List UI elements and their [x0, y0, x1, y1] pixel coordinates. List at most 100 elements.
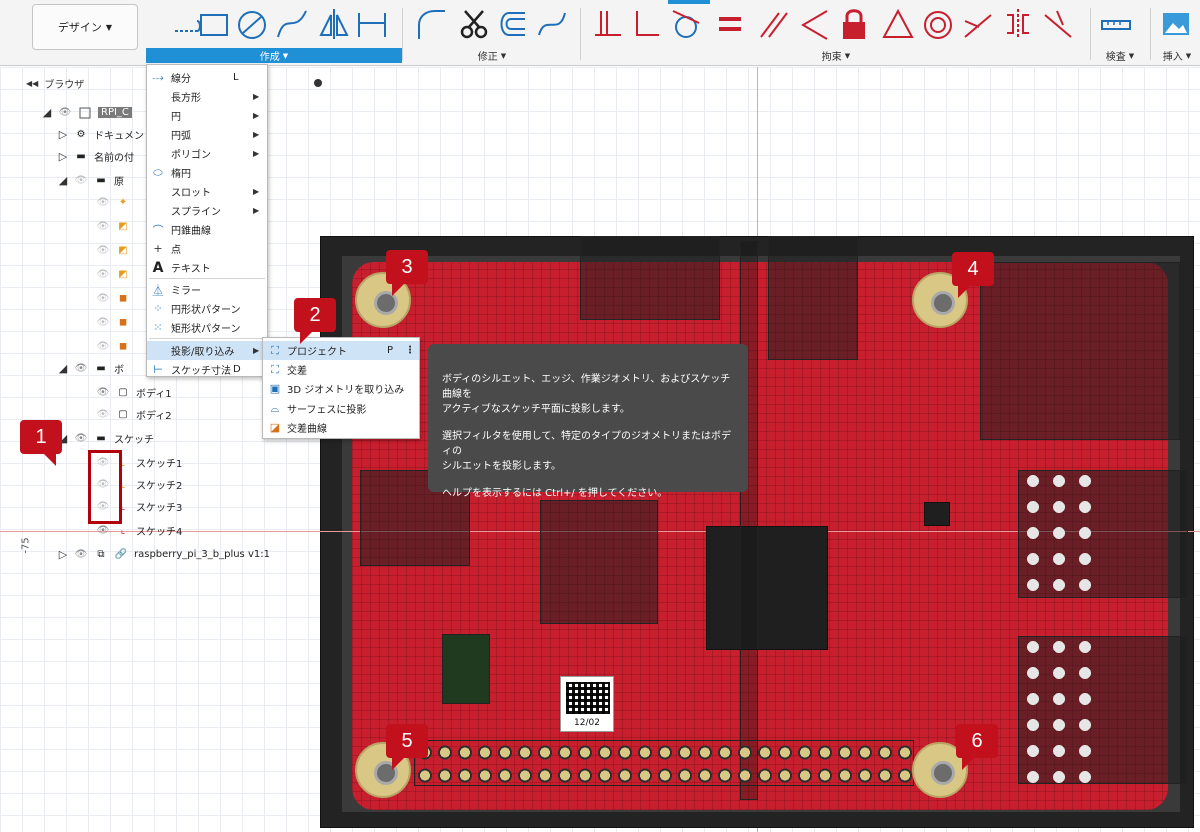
spline-edit-tool-button[interactable] [534, 6, 570, 42]
measure-tool-button[interactable] [1098, 6, 1134, 42]
visibility-off-icon[interactable]: 👁 [96, 479, 110, 490]
panel-pin-icon[interactable] [314, 79, 322, 87]
angle-constraint-button[interactable] [796, 6, 832, 42]
expand-triangle-icon[interactable]: ◢ [42, 106, 52, 119]
modify-menu-button[interactable]: 修正 ▼ [404, 48, 580, 64]
create-menu-button[interactable]: 作成 ▼ [146, 48, 402, 63]
expand-triangle-icon[interactable]: ◢ [58, 432, 68, 445]
lock-icon [843, 9, 865, 39]
expand-triangle-icon[interactable]: ▷ [58, 548, 68, 561]
symmetry-constraint-button[interactable] [1000, 6, 1036, 42]
expand-triangle-icon[interactable]: ▷ [58, 128, 68, 141]
visibility-off-icon[interactable]: 👁 [96, 409, 110, 420]
visibility-off-icon[interactable]: 👁 [96, 269, 110, 280]
tree-row-body-2[interactable]: 👁 ▢ ボディ2 [96, 404, 172, 425]
tree-row-plane-3[interactable]: 👁 ◩ [96, 264, 130, 285]
visibility-off-icon[interactable]: 👁 [96, 245, 110, 256]
visibility-eye-icon[interactable]: 👁 [74, 363, 88, 374]
menu-item-spline[interactable]: スプライン▶ [171, 206, 260, 218]
insert-menu-button[interactable]: 挿入 ▼ [1154, 48, 1200, 64]
visibility-eye-icon[interactable]: 👁 [58, 107, 72, 118]
visibility-off-icon[interactable]: 👁 [96, 221, 110, 232]
visibility-off-icon[interactable]: 👁 [96, 317, 110, 328]
expand-triangle-icon[interactable]: ◢ [58, 174, 68, 187]
menu-item-slot[interactable]: スロット▶ [171, 187, 260, 199]
menu-item-circular-pattern[interactable]: ⁘円形状パターン [147, 299, 267, 318]
submenu-item-include-3d-geometry[interactable]: ▣3D ジオメトリを取り込み [263, 379, 419, 398]
perpendicular-constraint-button[interactable] [628, 6, 664, 42]
visibility-eye-icon[interactable]: 👁 [74, 433, 88, 444]
tree-row-axis-1[interactable]: 👁 ◼ [96, 288, 130, 309]
mirror-tool-button[interactable] [316, 6, 352, 42]
visibility-off-icon[interactable]: 👁 [96, 197, 110, 208]
fillet-tool-button[interactable] [412, 6, 448, 42]
visibility-off-icon[interactable]: 👁 [96, 501, 110, 512]
inspect-menu-button[interactable]: 検査 ▼ [1096, 48, 1144, 64]
menu-item-rectangle[interactable]: 長方形▶ [171, 92, 260, 104]
menu-item-conic[interactable]: ⌒円錐曲線 [147, 220, 267, 239]
visibility-off-icon[interactable]: 👁 [96, 341, 110, 352]
tree-row-root[interactable]: ◢ 👁 RPI_C [42, 102, 132, 123]
menu-item-rectangular-pattern[interactable]: ⁙矩形状パターン [147, 318, 267, 337]
browser-panel-header[interactable]: ◀◀ ブラウザ [20, 70, 322, 96]
collapse-panel-icon[interactable]: ◀◀ [26, 78, 39, 88]
tree-row-sketches[interactable]: ◢ 👁 ▬ スケッチ [58, 428, 154, 449]
parallel-constraint-button[interactable] [756, 6, 792, 42]
menu-item-point[interactable]: +点 [147, 239, 267, 258]
tree-row-named-views[interactable]: ▷ ▬ 名前の付 [58, 146, 134, 167]
tree-row-plane-1[interactable]: 👁 ◩ [96, 216, 130, 237]
curvature-constraint-button[interactable] [1040, 6, 1076, 42]
visibility-off-icon[interactable]: 👁 [96, 457, 110, 468]
tree-row-bodies[interactable]: ◢ 👁 ▬ ボ [58, 358, 124, 379]
menu-item-ellipse[interactable]: ⬭楕円 [147, 163, 267, 182]
coincident-constraint-button[interactable] [590, 6, 626, 42]
tree-row-sketch-3[interactable]: 👁 ⌞ スケッチ3 [96, 496, 183, 517]
tree-row-body-1[interactable]: 👁 ▢ ボディ1 [96, 382, 172, 403]
visibility-off-icon[interactable]: 👁 [96, 293, 110, 304]
expand-triangle-icon[interactable]: ◢ [58, 362, 68, 375]
insert-image-button[interactable] [1158, 6, 1194, 42]
tree-row-sketch-4[interactable]: 👁 ⌞ スケッチ4 [96, 520, 183, 541]
tangent-constraint-button[interactable] [668, 6, 704, 42]
trim-tool-button[interactable] [456, 6, 492, 42]
triangle-constraint-button[interactable] [880, 6, 916, 42]
more-options-icon[interactable]: ⋮ [405, 345, 415, 356]
submenu-item-intersection-curve[interactable]: ◪交差曲線 [263, 418, 419, 437]
equal-constraint-button[interactable] [712, 6, 748, 42]
visibility-eye-icon[interactable]: 👁 [74, 549, 88, 560]
tree-row-plane-2[interactable]: 👁 ◩ [96, 240, 130, 261]
tree-row-sketch-1[interactable]: 👁 ⌞ スケッチ1 [96, 452, 183, 473]
concentric-constraint-button[interactable] [920, 6, 956, 42]
menu-item-mirror[interactable]: ⏅ミラー [147, 280, 267, 299]
tree-row-origin-point[interactable]: 👁 ✦ [96, 192, 130, 213]
expand-triangle-icon[interactable]: ▷ [58, 150, 68, 163]
visibility-off-icon[interactable]: 👁 [74, 175, 88, 186]
arc-tool-button[interactable] [274, 6, 310, 42]
visibility-eye-icon[interactable]: 👁 [96, 387, 110, 398]
offset-tool-button[interactable] [494, 6, 530, 42]
fix-constraint-button[interactable] [836, 6, 872, 42]
tree-row-axis-2[interactable]: 👁 ◼ [96, 312, 130, 333]
rectangle-tool-button[interactable] [196, 6, 232, 42]
workspace-switcher-button[interactable]: デザイン ▼ [32, 4, 138, 50]
dimension-tool-button[interactable] [354, 6, 390, 42]
submenu-item-project-to-surface[interactable]: ⌓サーフェスに投影 [263, 399, 419, 418]
menu-item-circle[interactable]: 円▶ [171, 111, 260, 123]
menu-item-polygon[interactable]: ポリゴン▶ [171, 149, 260, 161]
visibility-eye-icon[interactable]: 👁 [96, 525, 110, 536]
tree-row-document-settings[interactable]: ▷ ⚙ ドキュメント [58, 124, 154, 145]
circle-tool-button[interactable] [234, 6, 270, 42]
tree-row-axis-3[interactable]: 👁 ◼ [96, 336, 130, 357]
constraints-menu-button[interactable]: 拘束 ▼ [582, 48, 1090, 64]
tree-row-sketch-2[interactable]: 👁 ⌞ スケッチ2 [96, 474, 183, 495]
tree-row-raspberry-pi[interactable]: ▷ 👁 ⧉ 🔗 raspberry_pi_3_b_plus v1:1 [58, 544, 270, 565]
midpoint-constraint-button[interactable] [960, 6, 996, 42]
submenu-item-intersect[interactable]: ⛶交差 [263, 360, 419, 379]
menu-item-arc[interactable]: 円弧▶ [171, 130, 260, 142]
menu-item-project-include[interactable]: 投影/取り込み▶ [147, 341, 267, 360]
tree-row-origin[interactable]: ◢ 👁 ▬ 原 [58, 170, 124, 191]
